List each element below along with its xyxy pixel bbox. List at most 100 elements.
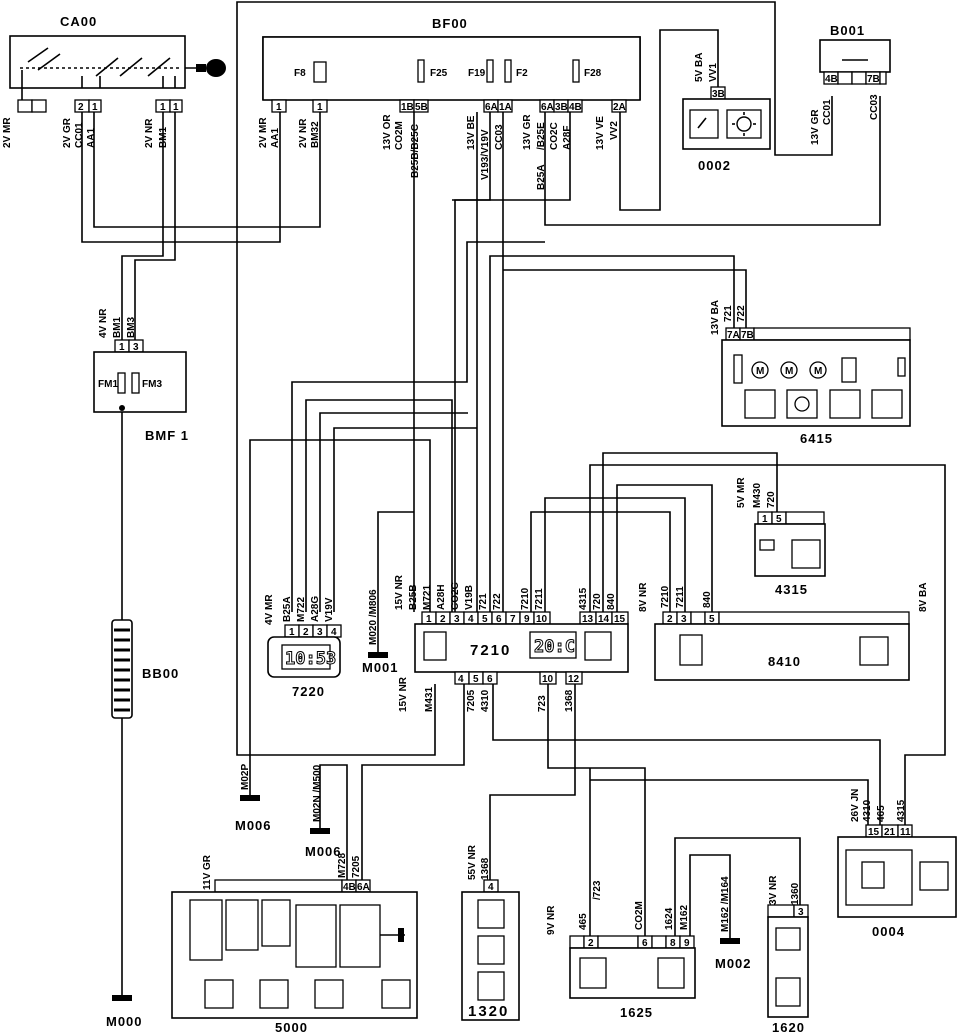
svg-text:13V OR: 13V OR bbox=[382, 114, 393, 150]
chip-icon bbox=[579, 957, 607, 989]
ca00-body bbox=[9, 35, 186, 89]
bmf1-body bbox=[93, 351, 187, 413]
temp-readout: 20:C bbox=[534, 637, 575, 657]
c1625-module[interactable]: 9V NR 465 /723 CO2M 1624 M162 2 6 8 9 16… bbox=[546, 880, 696, 1020]
svg-text:13V GR: 13V GR bbox=[522, 114, 533, 150]
c5000-module[interactable]: 11V GR M728 7205 4B 6A 5000 bbox=[171, 853, 418, 1035]
svg-text:B25B: B25B bbox=[408, 584, 419, 610]
svg-text:1624: 1624 bbox=[664, 907, 675, 930]
svg-text:CC01: CC01 bbox=[822, 99, 833, 125]
svg-text:2V GR: 2V GR bbox=[62, 117, 73, 148]
svg-text:7210: 7210 bbox=[520, 587, 531, 610]
bb00-label: BB00 bbox=[142, 666, 179, 681]
c1620-module[interactable]: 3V NR 1360 3 1620 bbox=[767, 875, 809, 1035]
svg-text:4: 4 bbox=[488, 882, 494, 893]
c0004-module[interactable]: 26V JN 4310 465 4315 15 21 11 0004 bbox=[837, 789, 957, 939]
svg-text:840: 840 bbox=[606, 593, 617, 610]
svg-text:5V BA: 5V BA bbox=[694, 53, 705, 82]
ca00-switch[interactable]: 2 1 1 1 CA00 bbox=[9, 14, 226, 113]
clock-readout: 10:53 bbox=[285, 649, 336, 669]
svg-text:5: 5 bbox=[709, 614, 715, 625]
c7210-module[interactable]: 15V NR B25B M721 A28H CO2C V19B 721 722 … bbox=[394, 574, 649, 712]
bmf1-label: BMF 1 bbox=[145, 428, 189, 443]
c1320-module[interactable]: 55V NR 1368 4 1320 bbox=[461, 844, 520, 1021]
c1625-label: 1625 bbox=[620, 1005, 653, 1020]
svg-text:6A: 6A bbox=[357, 882, 370, 893]
svg-text:721: 721 bbox=[478, 593, 489, 610]
svg-text:F19: F19 bbox=[468, 68, 486, 79]
seat-icon bbox=[744, 389, 776, 419]
svg-text:4310: 4310 bbox=[862, 799, 873, 822]
svg-text:5: 5 bbox=[482, 614, 488, 625]
svg-text:7B: 7B bbox=[867, 74, 880, 85]
svg-text:CO2C: CO2C bbox=[549, 122, 560, 150]
svg-text:VV1: VV1 bbox=[708, 63, 719, 82]
bmf1-fusebox[interactable]: 4V NR BM1 BM3 1 3 FM1 FM3 BMF 1 bbox=[93, 308, 189, 443]
svg-text:13: 13 bbox=[582, 614, 594, 625]
svg-text:B25B/B25C: B25B/B25C bbox=[410, 124, 421, 178]
fuse-f28: F28 bbox=[572, 59, 602, 83]
svg-text:1: 1 bbox=[119, 342, 125, 353]
ca00-label: CA00 bbox=[60, 14, 97, 29]
ground-m006b: M006 M02N /M500 bbox=[305, 764, 341, 859]
svg-text:2: 2 bbox=[588, 938, 594, 949]
wire-aa1 bbox=[81, 112, 281, 243]
svg-text:8V BA: 8V BA bbox=[918, 583, 929, 612]
svg-text:CO2M: CO2M bbox=[394, 121, 405, 150]
key-icon bbox=[185, 59, 226, 77]
wire-7211 bbox=[544, 497, 686, 612]
wire-722b bbox=[503, 269, 747, 328]
gear-sensor-icon bbox=[775, 977, 801, 1007]
svg-text:6A: 6A bbox=[541, 102, 554, 113]
wire-m162 bbox=[689, 854, 731, 938]
svg-text:15: 15 bbox=[614, 614, 626, 625]
bf00-fusebox[interactable]: BF00 F8 F25 F19 F2 F28 1 1 1B 5B 6A bbox=[262, 16, 641, 113]
battery-cells bbox=[114, 628, 130, 712]
svg-text:4V MR: 4V MR bbox=[264, 594, 275, 625]
wire-465b bbox=[590, 779, 869, 825]
wire-840 bbox=[616, 484, 713, 612]
svg-text:4V NR: 4V NR bbox=[98, 308, 109, 338]
svg-text:13V BA: 13V BA bbox=[710, 300, 721, 335]
relay-icon bbox=[775, 927, 801, 951]
gauge-icon bbox=[919, 861, 949, 891]
svg-text:V19B: V19B bbox=[464, 585, 475, 610]
svg-text:A28G: A28G bbox=[310, 596, 321, 622]
chip-icon bbox=[679, 634, 703, 666]
c6415-module[interactable]: 13V BA 721 722 7A 7B M M M 6415 bbox=[710, 300, 911, 446]
c0002-module[interactable]: 3B 0002 5V BA VV1 bbox=[682, 53, 771, 173]
c8410-label: 8410 bbox=[768, 654, 801, 669]
svg-text:CC03: CC03 bbox=[869, 94, 880, 120]
svg-text:10: 10 bbox=[536, 614, 548, 625]
svg-text:6: 6 bbox=[496, 614, 502, 625]
airflow-icon bbox=[829, 389, 861, 419]
c7210-bottom-pins: 4 5 6 10 12 bbox=[454, 671, 583, 685]
svg-text:M722: M722 bbox=[296, 597, 307, 622]
svg-text:4315: 4315 bbox=[896, 799, 907, 822]
wire-vv1 bbox=[619, 29, 719, 211]
fuse-fm3 bbox=[131, 372, 140, 394]
svg-text:15V NR: 15V NR bbox=[398, 676, 409, 712]
svg-text:3: 3 bbox=[317, 627, 323, 638]
svg-text:CO2C: CO2C bbox=[450, 582, 461, 610]
svg-text:5B: 5B bbox=[415, 102, 428, 113]
ca00-pin-1a: 1 bbox=[92, 102, 98, 113]
fuse-f19: F19 bbox=[468, 59, 494, 83]
c7220-clock[interactable]: 4V MR B25A M722 A28G V19V 1 2 3 4 10:53 … bbox=[264, 594, 342, 699]
c7210-top-pins: 1 2 3 4 5 6 7 9 10 13 14 15 bbox=[421, 611, 629, 625]
c4315-module[interactable]: 5V MR M430 720 1 5 4315 bbox=[736, 477, 826, 597]
svg-text:4B: 4B bbox=[825, 74, 838, 85]
svg-text:B25A: B25A bbox=[536, 164, 547, 190]
svg-text:M02P: M02P bbox=[240, 764, 251, 790]
b001-connector[interactable]: 4B 7B B001 13V GR CC01 CC03 bbox=[810, 23, 891, 145]
svg-text:/B25E: /B25E bbox=[536, 122, 547, 150]
svg-text:6A: 6A bbox=[485, 102, 498, 113]
washer-icon bbox=[204, 979, 234, 1009]
bb00-battery[interactable]: BB00 bbox=[111, 619, 179, 719]
svg-text:4B: 4B bbox=[569, 102, 582, 113]
c8410-module[interactable]: 7210 7211 840 8V BA 2 3 5 8410 bbox=[654, 583, 929, 681]
svg-text:2V MR: 2V MR bbox=[258, 117, 269, 148]
wire-m722 bbox=[305, 399, 453, 612]
svg-text:4: 4 bbox=[458, 674, 464, 685]
svg-text:BM32: BM32 bbox=[310, 121, 321, 148]
